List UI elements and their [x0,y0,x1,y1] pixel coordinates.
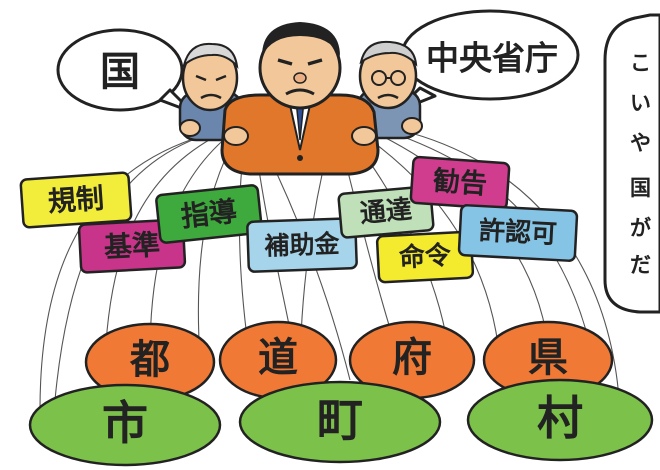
side-text-panel: こ い や 国 が だ [603,13,660,314]
svg-text:町: 町 [317,393,363,447]
side-char-1: こ [630,51,651,75]
svg-text:道: 道 [258,335,298,381]
svg-text:基準: 基準 [103,228,161,264]
side-char-3: や [630,131,651,155]
svg-text:通達: 通達 [359,195,413,229]
speech-text-ministries: 中央省庁 [426,39,558,78]
speech-bubble-country: 国 [56,28,194,114]
side-char-4: 国 [630,176,651,200]
svg-text:補助金: 補助金 [263,229,341,261]
official-center [220,22,380,176]
official-right [356,40,423,140]
municipality-shi: 市 [28,383,222,467]
speech-bubble-ministries: 中央省庁 [393,9,580,114]
prefecture-ken: 県 [482,320,614,400]
prefecture-to: 都 [84,322,216,402]
municipality-machi: 町 [238,380,442,464]
municipality-row: 市 町 村 [28,378,654,467]
svg-text:市: 市 [102,396,148,450]
side-char-6: だ [630,253,651,277]
svg-text:許認可: 許認可 [478,215,558,250]
svg-text:指導: 指導 [179,195,238,234]
card-permit: 許認可 [457,204,579,262]
svg-text:規制: 規制 [47,182,105,219]
official-left [178,42,244,142]
svg-text:命令: 命令 [398,240,453,274]
svg-text:府: 府 [392,335,432,381]
svg-text:勧告: 勧告 [432,165,488,201]
svg-text:県: 県 [528,335,568,381]
svg-text:村: 村 [537,391,583,445]
prefecture-do: 道 [218,320,338,400]
card-order: 命令 [375,230,475,284]
card-guidance: 指導 [155,184,263,244]
prefecture-row: 都 道 府 県 [84,320,614,402]
speech-text-country: 国 [100,49,140,95]
card-regulation: 規制 [19,171,133,229]
card-notice: 通達 [337,185,435,239]
card-subsidy: 補助金 [246,217,358,273]
card-recommendation: 勧告 [409,155,511,211]
svg-text:都: 都 [129,337,170,383]
instrument-cards: 規制 基準 指導 補助金 通達 勧告 命令 許認可 [19,155,579,284]
side-char-5: が [630,216,651,240]
municipality-mura: 村 [466,378,654,462]
side-char-2: い [630,91,651,115]
